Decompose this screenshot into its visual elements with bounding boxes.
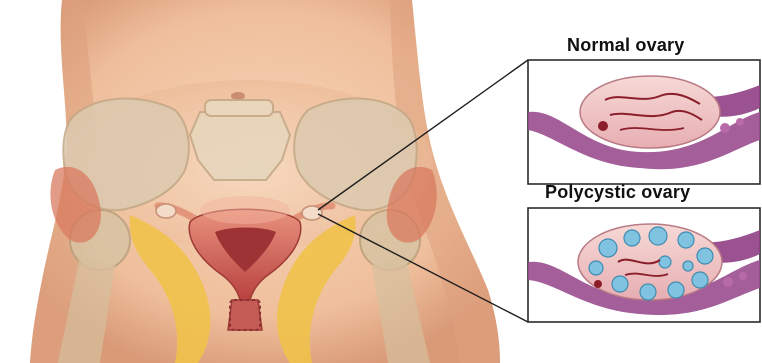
- normal-ovary-panel: [528, 60, 760, 184]
- cyst: [599, 239, 617, 257]
- polycystic-tube-bead: [739, 272, 747, 280]
- normal-tube-bead: [736, 118, 744, 126]
- cyst: [659, 256, 671, 268]
- vertebra: [205, 100, 273, 116]
- polycystic-ovary-panel: [528, 208, 760, 322]
- normal-tube-bead: [720, 123, 730, 133]
- cyst: [589, 261, 603, 275]
- cyst: [668, 282, 684, 298]
- left-ovary: [156, 204, 176, 218]
- cyst: [683, 261, 693, 271]
- bladder: [200, 196, 290, 224]
- cervix: [228, 300, 262, 330]
- normal-ovary-follicle: [598, 121, 608, 131]
- cyst: [640, 284, 656, 300]
- polycystic-ovary-follicle: [594, 280, 602, 288]
- normal-ovary-body: [580, 76, 720, 148]
- cyst: [678, 232, 694, 248]
- cyst: [697, 248, 713, 264]
- navel: [231, 92, 245, 100]
- polycystic-tube-bead: [723, 277, 733, 287]
- cyst: [624, 230, 640, 246]
- normal-ovary-label: Normal ovary: [567, 35, 684, 56]
- cyst: [692, 272, 708, 288]
- right-ovary: [302, 206, 322, 220]
- sacrum: [190, 112, 290, 180]
- polycystic-ovary-label: Polycystic ovary: [545, 182, 690, 203]
- cyst: [612, 276, 628, 292]
- cyst: [649, 227, 667, 245]
